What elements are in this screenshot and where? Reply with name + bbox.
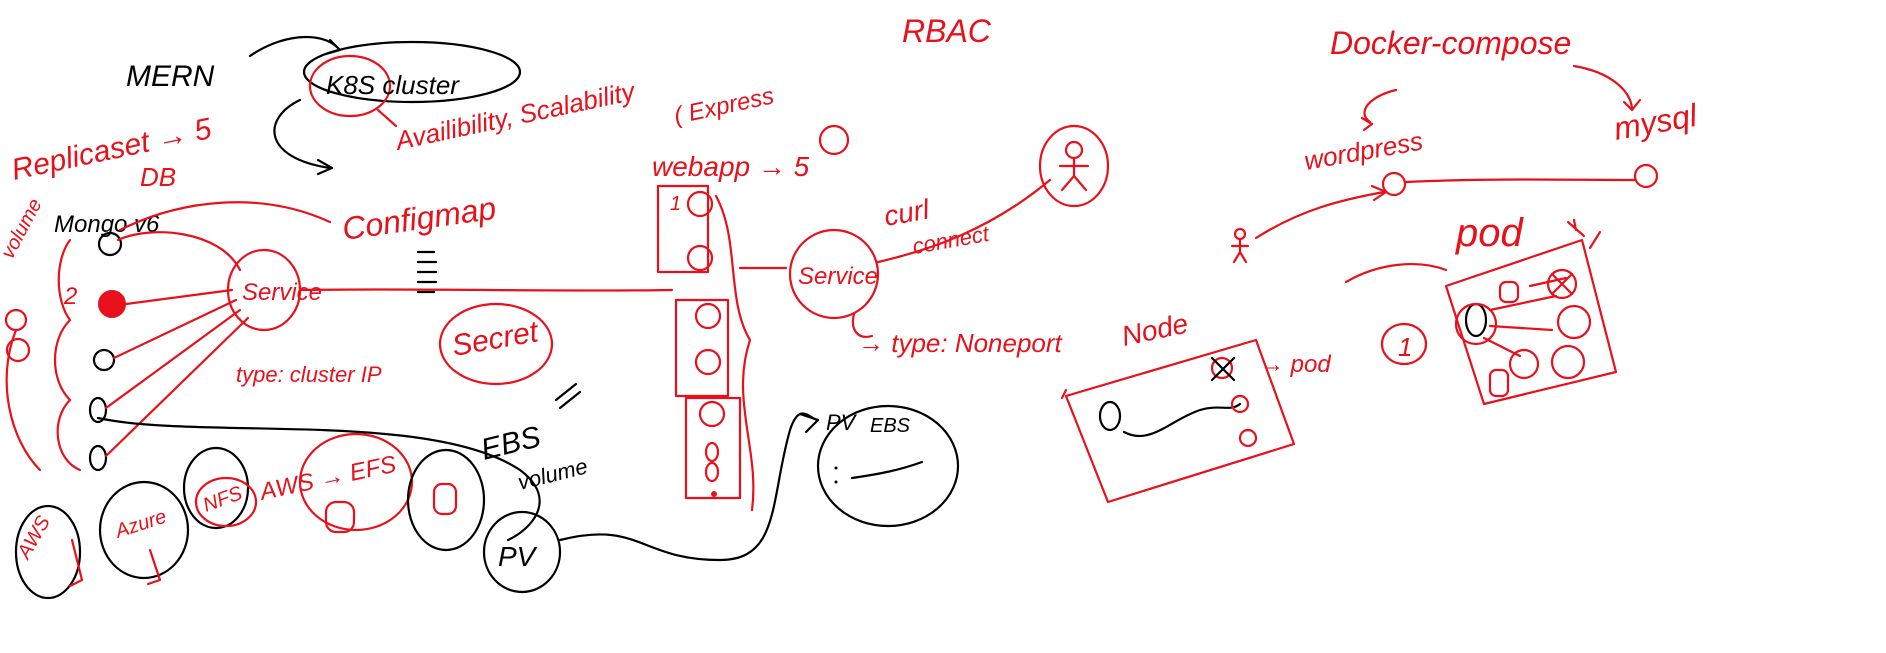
- volume2-label: volume: [515, 453, 590, 494]
- azure-circle: [98, 480, 190, 580]
- pod-arrow-label: → pod: [1260, 351, 1331, 378]
- pod-disk-icon: [1464, 302, 1488, 338]
- svc-line-2: [124, 288, 234, 306]
- wordpress-mysql-line: [1404, 178, 1636, 184]
- aws-circle: [14, 504, 82, 600]
- express-label: ( Express: [672, 82, 777, 129]
- k8s-cluster-ellipse: [302, 40, 522, 104]
- aws-label: AWS: [13, 512, 55, 564]
- curl-label: curl: [882, 193, 933, 231]
- user-small-icon: [1233, 227, 1247, 241]
- nfs-outer-circle: [182, 446, 250, 530]
- circle-one-label: 1: [1398, 332, 1412, 362]
- pv-to-disk-line: [558, 412, 820, 562]
- mongo-pod-red-dot: [98, 290, 126, 318]
- k8s-highlight-circle: [308, 54, 392, 118]
- configmap-hatch: [416, 250, 438, 294]
- volume-circle-2: [5, 337, 31, 363]
- secret-label: Secret: [449, 315, 542, 363]
- volume-circle-1: [4, 308, 28, 332]
- webapp-pods-bracket: [714, 194, 755, 512]
- node-box: [1064, 338, 1296, 504]
- ebs-label: EBS: [478, 420, 544, 467]
- rbac-label: RBAC: [902, 13, 992, 49]
- configmap-connector: [118, 201, 332, 232]
- svc-line-1: [116, 231, 242, 272]
- volume-label: volume: [0, 195, 47, 262]
- aws-efs-label: AWS → EFS: [256, 451, 399, 507]
- replicaset-label: Replicaset → 5: [9, 112, 215, 187]
- efs-cylinder2-icon: [432, 482, 458, 516]
- webapp-label: webapp → 5: [652, 151, 810, 182]
- pv-arrow-label: PV: [826, 410, 858, 435]
- svc-line-3: [112, 298, 238, 360]
- pod-label: pod: [1455, 211, 1524, 255]
- curl-connect-line: [876, 178, 1052, 264]
- ebs-disk-label: EBS: [870, 415, 911, 437]
- webapp-pod-number-1: 1: [670, 193, 681, 215]
- secret-circle: [438, 302, 554, 386]
- mysql-label: mysql: [1611, 97, 1700, 147]
- pod-x-icon: [1550, 272, 1574, 296]
- mysql-circle: [1633, 163, 1659, 189]
- user-circle: [1038, 124, 1110, 208]
- pod-circle-5: [88, 444, 108, 472]
- user-icon: [1058, 156, 1090, 192]
- pods-bracket: [53, 238, 82, 472]
- webapp-count-circle: [818, 124, 850, 156]
- pv-label: PV: [498, 541, 538, 572]
- docker-compose-label: Docker-compose: [1330, 25, 1571, 61]
- webapp-pod-box-2: [674, 298, 730, 398]
- service-to-webapp-line: [298, 288, 674, 292]
- mern-label: MERN: [126, 60, 215, 93]
- type-clusterip-label: type: cluster IP: [236, 362, 382, 387]
- pod-number-2: 2: [63, 283, 77, 310]
- pod-circle-4: [88, 396, 108, 424]
- mern-arrow: [248, 35, 340, 58]
- node-disk-icon: [1098, 400, 1122, 432]
- webapp-pod-box-1: [656, 184, 710, 274]
- pod-circle-3: [92, 348, 116, 372]
- svc-line-4: [104, 308, 242, 410]
- node-x-icon: [1210, 356, 1236, 382]
- service-left-label: Service: [242, 279, 322, 306]
- ebs-disk-circle: [816, 404, 960, 528]
- user-icon-head: [1064, 140, 1084, 160]
- svc-line-5: [104, 316, 250, 458]
- wordpress-label: wordpress: [1302, 126, 1425, 176]
- nfs-label: NFS: [200, 482, 246, 517]
- db-label: DB: [140, 162, 176, 192]
- pv-circle: [482, 510, 562, 594]
- aws-efs-circle: [298, 432, 414, 532]
- k8s-loop-arrow: [273, 98, 332, 170]
- azure-label: Azure: [112, 506, 169, 543]
- wordpress-circle: [1381, 171, 1407, 197]
- k8s-cluster-label: K8S cluster: [326, 70, 460, 100]
- node-label: Node: [1119, 308, 1191, 352]
- efs-black-circle: [406, 448, 486, 552]
- service-right-label: Service: [798, 263, 878, 290]
- mongo-pod-circle: [97, 231, 123, 257]
- efs-cylinder-icon: [324, 500, 356, 534]
- circle-one: [1380, 322, 1428, 366]
- webapp-pod-box-3: [684, 396, 742, 500]
- pod-box: [1444, 238, 1618, 406]
- service-right-circle: [788, 228, 880, 320]
- type-nodeport-label: → type: Noneport: [858, 328, 1064, 358]
- nfs-circle: [194, 476, 258, 528]
- configmap-label: Configmap: [340, 190, 498, 247]
